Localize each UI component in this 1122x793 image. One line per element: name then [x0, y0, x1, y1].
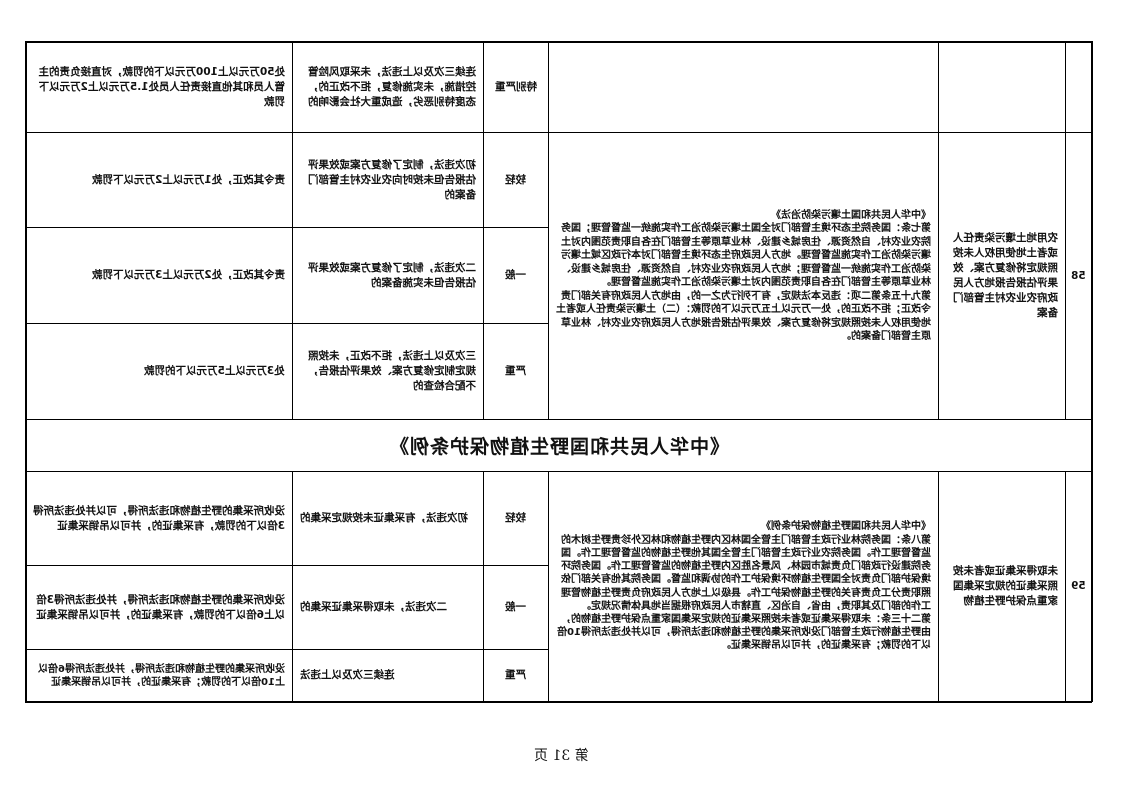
level-cell: 严重	[484, 650, 547, 701]
item-name: 未取得采集证或者未按照采集证的规定采集国家重点保护野生植物	[953, 565, 1058, 607]
table-border-bottom	[25, 701, 1092, 703]
col-line	[548, 471, 549, 702]
circumstance-cell: 连续三次及以上违法，未采取风险管控措施，未实施修复，拒不改正的，态度特别恶劣，造…	[294, 43, 482, 131]
col-line	[1065, 41, 1066, 419]
circumstance-cell: 二次违法，未取得采集证采集的	[294, 566, 482, 649]
section-title: 《中华人民共和国野生植物保护条例》	[388, 436, 729, 458]
col-line	[548, 41, 549, 419]
row-line	[25, 565, 549, 566]
level-text: 严重	[505, 365, 526, 377]
level-text: 一般	[505, 601, 526, 613]
level-cell: 一般	[484, 228, 547, 323]
col-line	[483, 41, 484, 419]
level-text: 较轻	[505, 173, 526, 186]
circumstance-cell: 初次违法，制定了修复方案或效果评估报告但未按时向农业农村主管部门备案的	[294, 133, 482, 227]
page-number: 第 31 页	[533, 748, 589, 764]
legal-basis-cell: 《中华人民共和国野生植物保护条例》 第八条：国务院林业行政主管部门主管全国林区内…	[550, 472, 937, 701]
level-cell: 特别严重	[484, 43, 547, 131]
col-line	[483, 471, 484, 702]
section-title-cell: 《中华人民共和国野生植物保护条例》	[27, 420, 1091, 471]
level-text: 特别严重	[494, 80, 537, 93]
penalty-cell: 没收所采集的野生植物和违法所得，并处违法所得6倍以上10倍以下的罚款；有采集证的…	[27, 650, 291, 701]
circumstance-cell: 初次违法，有采集证未按规定采集的	[294, 472, 482, 565]
penalty-cell: 处50万元以上100万元以下的罚款，对直接负责的主管人员和其他直接责任人员处1.…	[27, 43, 291, 131]
penalty-cell: 责令其改正，处1万元以上2万元以下罚款	[27, 133, 291, 227]
circumstance-cell: 三次及以上违法，拒不改正，未按照规定制定修复方案、效果评估报告，不配合检查的	[294, 324, 482, 419]
table-border-right	[1091, 41, 1093, 702]
row-line	[25, 323, 549, 324]
level-cell: 较轻	[484, 133, 547, 227]
level-cell: 严重	[484, 324, 547, 419]
circumstance-text: 二次违法，未取得采集证采集的	[300, 601, 447, 613]
row-line	[25, 227, 549, 228]
page-footer: 第 31 页	[461, 744, 661, 766]
circumstance-text: 连续三次及以上违法	[300, 669, 395, 681]
penalty-text: 处3万元以上5万元以下的罚款	[144, 365, 285, 377]
item-number-cell: 58	[1066, 133, 1091, 419]
item-name-cell: 农用地土壤污染责任人或者土地使用权人未按照规定将修复方案、效果评估报告报地方人民…	[940, 133, 1064, 419]
item-number: 58	[1071, 269, 1086, 282]
penalty-text: 没收所采集的野生植物和违法所得，可以并处违法所得3倍以下的罚款，有采集证的，并可…	[33, 504, 285, 532]
col-line	[938, 41, 939, 419]
penalty-cell: 没收所采集的野生植物和违法所得，可以并处违法所得3倍以下的罚款，有采集证的，并可…	[27, 472, 291, 565]
penalty-cell: 没收所采集的野生植物和违法所得，并处违法所得3倍以上6倍以下的罚款，有采集证的，…	[27, 566, 291, 649]
item-number-cell: 59	[1066, 472, 1091, 701]
level-text: 一般	[505, 269, 526, 281]
col-line	[1065, 471, 1066, 702]
penalty-text: 责令其改正，处2万元以上3万元以下罚款	[91, 269, 285, 281]
circumstance-text: 三次及以上违法，拒不改正，未按照规定制定修复方案、效果评估报告，不配合检查的	[308, 350, 476, 392]
row-line	[25, 419, 1092, 420]
level-text: 较轻	[505, 512, 526, 524]
level-text: 严重	[505, 669, 526, 681]
row-line	[25, 471, 1092, 472]
circumstance-text: 二次违法，制定了修复方案或效果评估报告但未实施备案的	[308, 261, 476, 289]
penalty-text: 责令其改正，处1万元以上2万元以下罚款	[91, 173, 285, 186]
item-name-cell: 未取得采集证或者未按照采集证的规定采集国家重点保护野生植物	[940, 472, 1064, 701]
level-cell: 较轻	[484, 472, 547, 565]
row-line	[25, 649, 549, 650]
item-name: 农用地土壤污染责任人或者土地使用权人未按照规定将修复方案、效果评估报告报地方人民…	[953, 232, 1058, 319]
level-cell: 一般	[484, 566, 547, 649]
legal-basis-cell: 《中华人民共和国土壤污染防治法》 第七条：国务院生态环境主管部门对全国土壤污染防…	[550, 133, 937, 419]
circumstance-cell: 二次违法，制定了修复方案或效果评估报告但未实施备案的	[294, 228, 482, 323]
penalty-text: 处50万元以上100万元以下的罚款，对直接负责的主管人员和其他直接责任人员处1.…	[38, 65, 285, 108]
penalty-cell: 责令其改正，处2万元以上3万元以下罚款	[27, 228, 291, 323]
legal-basis: 《中华人民共和国土壤污染防治法》 第七条：国务院生态环境主管部门对全国土壤污染防…	[556, 209, 931, 343]
penalty-text: 没收所采集的野生植物和违法所得，并处违法所得6倍以上10倍以下的罚款；有采集证的…	[38, 663, 285, 688]
item-number: 59	[1071, 580, 1086, 592]
penalty-text: 没收所采集的野生植物和违法所得，并处违法所得3倍以上6倍以下的罚款，有采集证的，…	[36, 593, 285, 621]
circumstance-text: 连续三次及以上违法，未采取风险管控措施，未实施修复，拒不改正的，态度特别恶劣，造…	[308, 65, 476, 108]
table-border-top	[25, 41, 1092, 43]
table-border-left	[25, 41, 27, 702]
penalty-cell: 处3万元以上5万元以下的罚款	[27, 324, 291, 419]
circumstance-text: 初次违法，有采集证未按规定采集的	[300, 512, 468, 524]
col-line	[938, 471, 939, 702]
row-line	[25, 132, 1092, 133]
circumstance-cell: 连续三次及以上违法	[294, 650, 482, 701]
legal-basis: 《中华人民共和国野生植物保护条例》 第八条：国务院林业行政主管部门主管全国林区内…	[557, 521, 931, 652]
col-line	[292, 471, 293, 702]
circumstance-text: 初次违法，制定了修复方案或效果评估报告但未按时向农业农村主管部门备案的	[308, 158, 476, 201]
col-line	[292, 41, 293, 419]
